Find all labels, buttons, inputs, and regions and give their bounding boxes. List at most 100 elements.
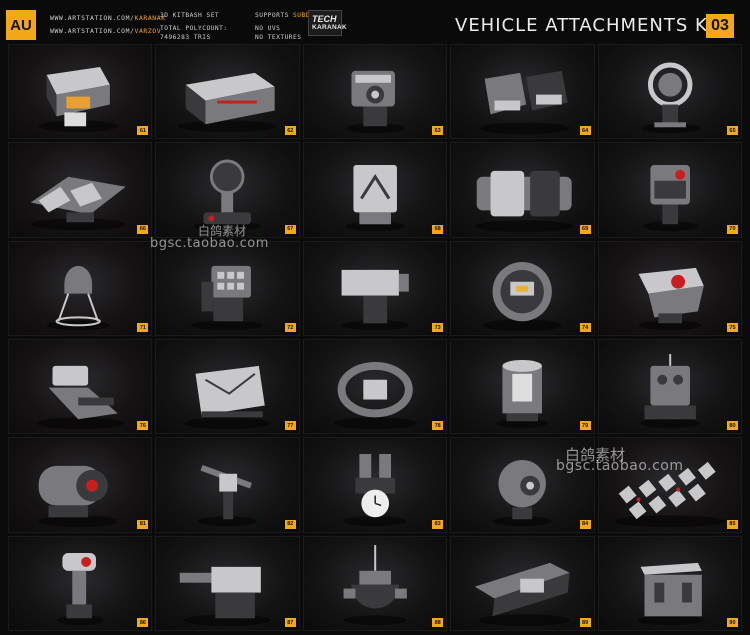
item-number-badge: 66 <box>137 224 149 234</box>
kit-item-tile[interactable]: 65 <box>597 44 742 140</box>
item-number-badge: 79 <box>579 421 591 431</box>
support-info: SUPPORTS SUBD NO UVS NO TEXTURES <box>255 11 310 42</box>
twin-pod-icon <box>478 70 570 135</box>
kit-item-tile[interactable]: 89 <box>450 535 595 631</box>
item-number-badge: 65 <box>726 126 738 136</box>
kit-item-tile[interactable]: 67 <box>155 142 300 238</box>
link-karanak[interactable]: WWW.ARTSTATION.COM/KARANAK <box>50 12 166 25</box>
brand-line-1: TECH <box>312 13 337 24</box>
no-uvs: NO UVS <box>255 25 281 32</box>
kit-item-tile[interactable]: 81 <box>8 437 153 533</box>
rail-gun-icon <box>474 562 570 626</box>
kit-item-tile[interactable]: 82 <box>155 437 300 533</box>
kit-info: 3D KITBASH SET TOTAL POLYCOUNT: 7496283 … <box>160 11 228 42</box>
kit-item-tile[interactable]: 79 <box>450 339 595 435</box>
cylinder-canister-icon <box>496 359 549 429</box>
kit-item-tile[interactable]: 78 <box>302 339 448 435</box>
watermark-url: bgsc.taobao.com <box>556 458 684 474</box>
item-number-badge: 73 <box>432 323 444 332</box>
sensor-head-icon <box>642 165 698 232</box>
kit-item-tile[interactable]: 61 <box>8 44 153 140</box>
kit-item-tile[interactable]: 66 <box>8 142 153 238</box>
kit-item-tile[interactable]: 80 <box>597 339 742 435</box>
periscope-camera-icon <box>56 552 104 625</box>
kit-item-tile[interactable]: 74 <box>450 240 595 336</box>
fuel-tank-icon <box>482 261 562 331</box>
item-number-badge: 88 <box>432 618 444 627</box>
item-number-badge: 63 <box>432 126 444 136</box>
item-number-badge: 67 <box>284 224 296 234</box>
dome-pod-icon <box>343 544 407 625</box>
kit-item-tile[interactable]: 86 <box>8 535 153 631</box>
header-bar: AU WWW.ARTSTATION.COM/KARANAK WWW.ARTSTA… <box>0 0 750 44</box>
item-number-badge: 76 <box>137 421 149 431</box>
artstation-links: WWW.ARTSTATION.COM/KARANAK WWW.ARTSTATIO… <box>50 12 166 38</box>
kit-item-tile[interactable]: 88 <box>302 535 448 631</box>
item-number-badge: 87 <box>284 618 296 627</box>
projector-box-icon <box>38 66 118 133</box>
item-number-badge: 77 <box>284 421 296 431</box>
hitch-bracket-icon <box>474 171 574 233</box>
watermark-url: bgsc.taobao.com <box>150 236 269 251</box>
rocket-pod-icon <box>191 265 264 330</box>
item-number-badge: 80 <box>726 421 738 431</box>
comms-box-icon <box>640 354 700 429</box>
item-number-badge: 82 <box>284 519 296 529</box>
no-textures: NO TEXTURES <box>255 34 302 41</box>
kit-item-tile[interactable]: 77 <box>155 339 300 435</box>
round-lamp-mount-icon <box>193 159 262 232</box>
item-number-badge: 71 <box>137 323 149 332</box>
kit-item-tile[interactable]: 73 <box>302 240 448 336</box>
item-number-badge: 70 <box>726 224 738 234</box>
dome-sensor-tripod-icon <box>46 265 110 330</box>
item-number-badge: 83 <box>432 519 444 529</box>
kit-item-tile[interactable]: 84 <box>450 437 595 533</box>
kit-item-tile[interactable]: 87 <box>155 535 300 631</box>
searchlight-icon <box>640 62 700 134</box>
clock-turret-icon <box>343 454 407 527</box>
kit-item-tile[interactable]: 76 <box>8 339 153 435</box>
armored-plate-icon <box>30 177 126 231</box>
kit-item-tile[interactable]: 62 <box>155 44 300 140</box>
kit-item-tile[interactable]: 90 <box>597 535 742 631</box>
antenna-array-icon <box>614 462 726 528</box>
missile-launcher-icon <box>36 365 124 430</box>
kit-item-tile[interactable]: 70 <box>597 142 742 238</box>
round-light-box-icon <box>638 267 704 330</box>
page-title: VEHICLE ATTACHMENTS KIT <box>455 15 727 36</box>
chevron-box-icon <box>345 165 405 232</box>
kit-item-tile[interactable]: 72 <box>155 240 300 336</box>
item-number-badge: 86 <box>137 618 149 627</box>
battery-pack-icon <box>178 72 278 133</box>
kit-item-tile[interactable]: 75 <box>597 240 742 336</box>
kit-item-tile[interactable]: 85 <box>597 437 742 533</box>
supply-crate-icon <box>184 365 272 430</box>
kit-item-tile[interactable]: 64 <box>450 44 595 140</box>
item-number-badge: 81 <box>137 519 149 529</box>
link-name: KARANAK <box>134 14 166 22</box>
set-label: 3D KITBASH SET <box>160 12 220 19</box>
item-number-badge: 85 <box>726 519 738 529</box>
link-varzov[interactable]: WWW.ARTSTATION.COM/VARZOV <box>50 25 166 38</box>
item-number-badge: 78 <box>432 421 444 431</box>
kit-item-tile[interactable]: 71 <box>8 240 153 336</box>
sphere-sensor-icon <box>492 460 553 527</box>
brand-line-2: KARANAK <box>312 23 347 31</box>
item-number-badge: 74 <box>579 323 591 332</box>
link-prefix: WWW.ARTSTATION.COM/ <box>50 27 135 35</box>
heavy-gun-icon <box>180 566 272 626</box>
kit-item-tile[interactable]: 68 <box>302 142 448 238</box>
kit-item-tile[interactable]: 83 <box>302 437 448 533</box>
item-number-badge: 68 <box>432 224 444 234</box>
item-number-badge: 62 <box>284 126 296 136</box>
ring-mount-icon <box>333 361 417 430</box>
link-name: VARZOV <box>134 27 162 35</box>
kit-item-tile[interactable]: 63 <box>302 44 448 140</box>
item-grid: 61 62 63 64 65 66 67 68 69 70 71 72 73 74 75 76 77 78 79 80… <box>8 44 742 631</box>
polycount-value: 7496283 TRIS <box>160 34 211 41</box>
kit-item-tile[interactable]: 69 <box>450 142 595 238</box>
supports-value: SUBD <box>293 12 310 19</box>
watermark-text: 白鸽素材 <box>565 446 626 464</box>
camera-mount-icon <box>341 269 409 330</box>
logo-icon: AU <box>6 10 36 40</box>
